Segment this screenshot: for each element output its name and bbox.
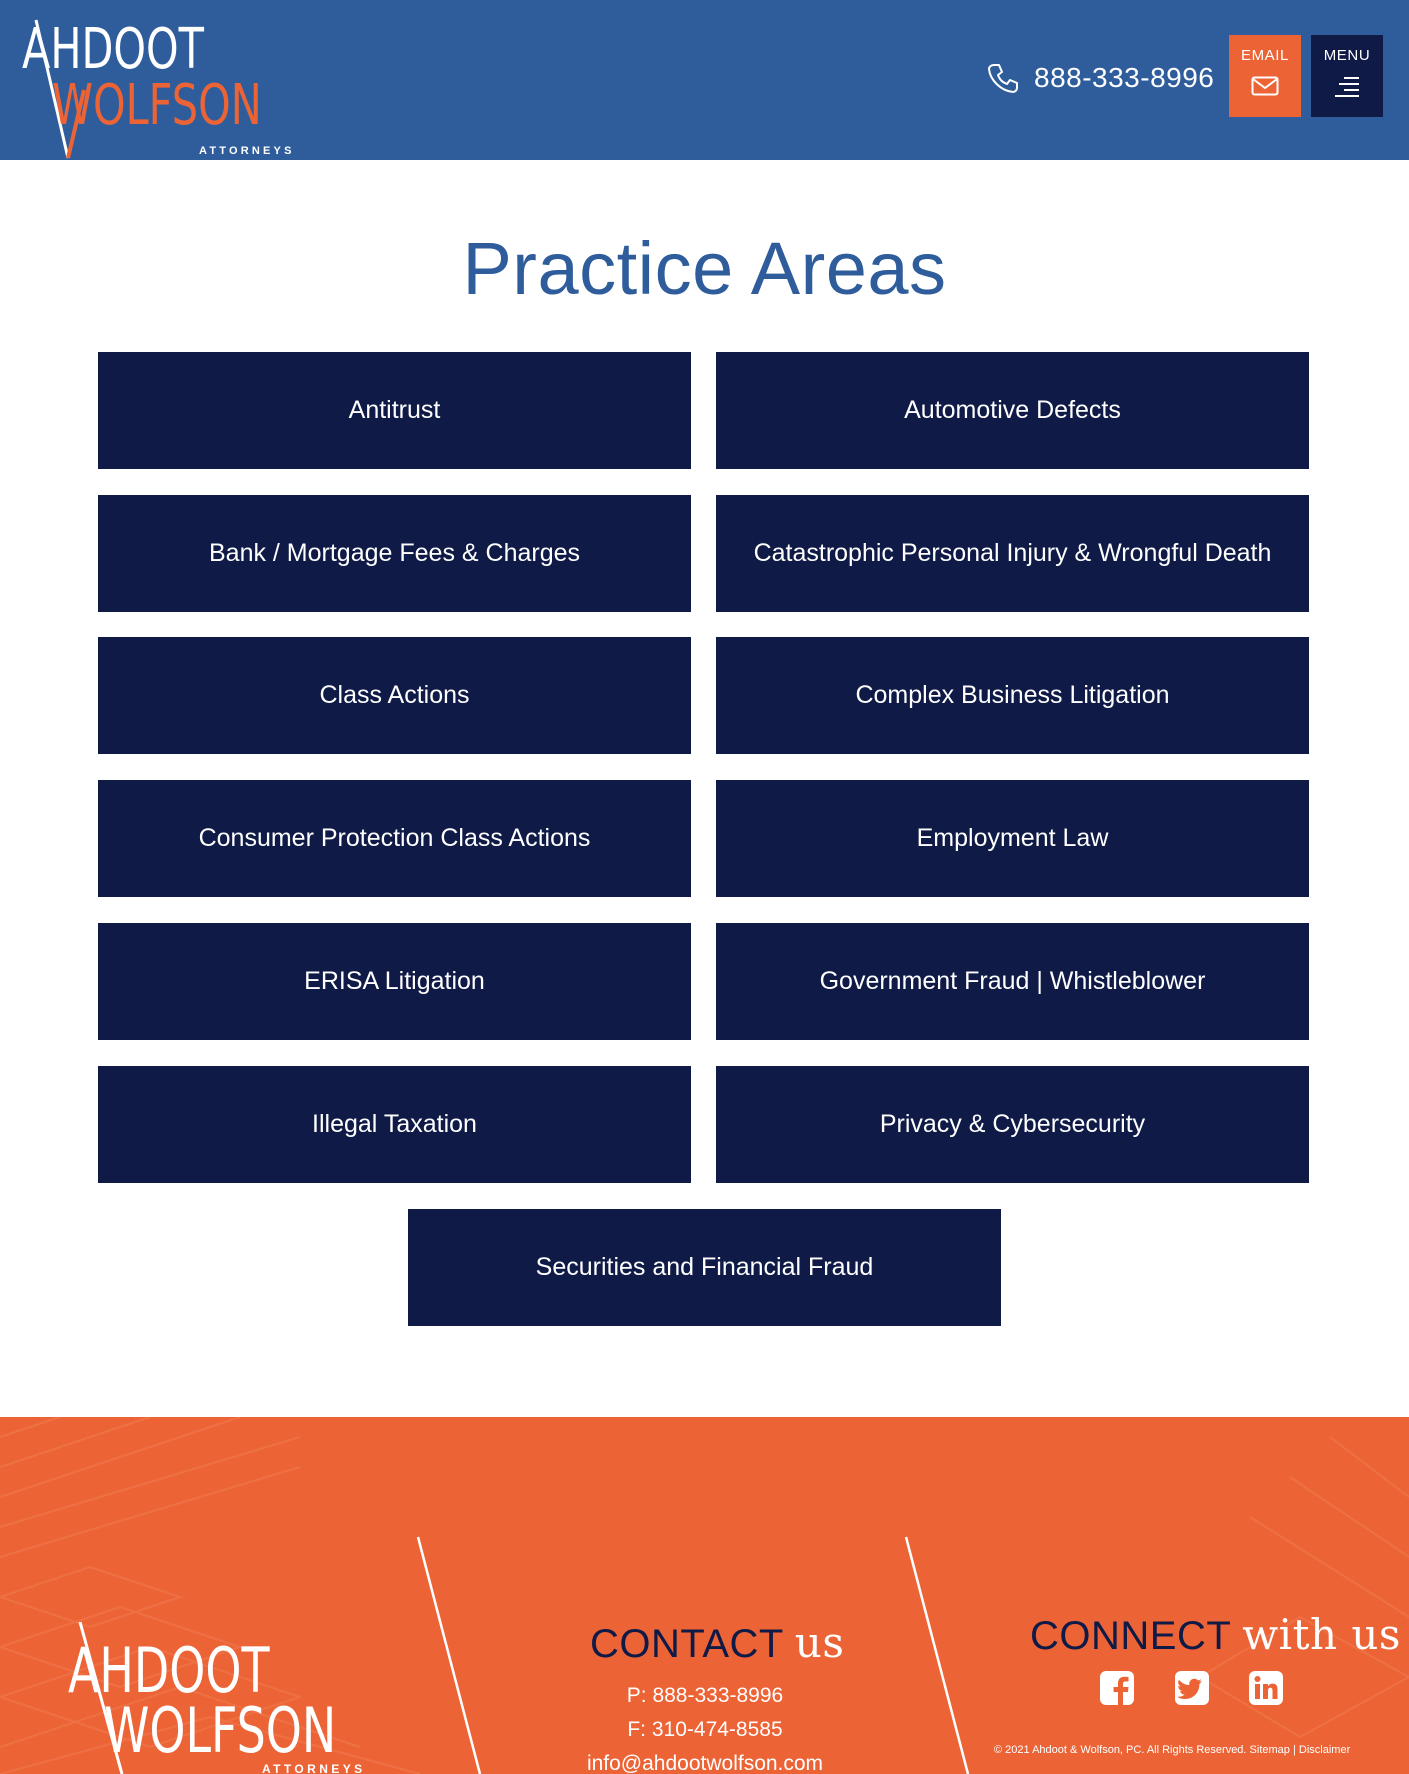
menu-button-label: MENU bbox=[1323, 47, 1371, 64]
practice-area-bank-mortgage[interactable]: Bank / Mortgage Fees & Charges bbox=[98, 495, 691, 612]
practice-area-class-actions[interactable]: Class Actions bbox=[98, 637, 691, 754]
footer-copyright-bar: © 2021 Ahdoot & Wolfson, PC. All Rights … bbox=[994, 1744, 1394, 1756]
practice-area-illegal-taxation[interactable]: Illegal Taxation bbox=[98, 1066, 691, 1183]
hamburger-icon bbox=[1335, 77, 1359, 97]
facebook-icon[interactable] bbox=[1099, 1670, 1135, 1706]
footer-logo-slash-mark bbox=[78, 1622, 124, 1774]
envelope-icon bbox=[1251, 76, 1279, 96]
header-logo[interactable]: AHDOOT WOLFSON ATTORNEYS bbox=[22, 18, 297, 160]
contact-heading-accent: us bbox=[794, 1618, 845, 1667]
practice-area-government-fraud[interactable]: Government Fraud | Whistleblower bbox=[716, 923, 1309, 1040]
contact-heading: CONTACT us bbox=[590, 1618, 844, 1667]
phone-icon bbox=[988, 64, 1018, 93]
logo-line-ahdoot: AHDOOT bbox=[22, 17, 204, 82]
connect-heading-accent: with us bbox=[1242, 1610, 1401, 1659]
header-phone-link[interactable]: 888-333-8996 bbox=[986, 56, 1214, 100]
practice-area-catastrophic-injury[interactable]: Catastrophic Personal Injury & Wrongful … bbox=[716, 495, 1309, 612]
connect-heading-main: CONNECT bbox=[1030, 1614, 1231, 1658]
twitter-icon[interactable] bbox=[1174, 1670, 1210, 1706]
site-footer bbox=[0, 1417, 1409, 1774]
practice-area-consumer-protection[interactable]: Consumer Protection Class Actions bbox=[98, 780, 691, 897]
email-button-label: EMAIL bbox=[1240, 47, 1289, 64]
footer-phone-link[interactable]: P: 888-333-8996 bbox=[626, 1684, 784, 1707]
footer-background-pattern bbox=[0, 1417, 1409, 1774]
logo-line-wolfson: WOLFSON bbox=[52, 73, 262, 138]
footer-logo[interactable]: AHDOOT WOLFSON ATTORNEYS bbox=[68, 1622, 378, 1774]
practice-area-automotive-defects[interactable]: Automotive Defects bbox=[716, 352, 1309, 469]
footer-email-link[interactable]: info@ahdootwolfson.com bbox=[586, 1752, 824, 1774]
disclaimer-link[interactable]: Disclaimer bbox=[1298, 1744, 1351, 1756]
footer-logo-line-ahdoot: AHDOOT bbox=[68, 1634, 270, 1707]
copyright-separator: | bbox=[1292, 1744, 1296, 1756]
practice-area-privacy[interactable]: Privacy & Cybersecurity bbox=[716, 1066, 1309, 1183]
menu-button[interactable]: MENU bbox=[1311, 35, 1383, 117]
sitemap-link[interactable]: Sitemap bbox=[1249, 1744, 1290, 1756]
connect-heading: CONNECT with us bbox=[1030, 1610, 1401, 1659]
site-header: AHDOOT WOLFSON ATTORNEYS 888-333-8996 EM… bbox=[0, 0, 1409, 160]
footer-fax: F: 310-474-8585 bbox=[627, 1718, 783, 1741]
practice-area-antitrust[interactable]: Antitrust bbox=[98, 352, 691, 469]
page-title: Practice Areas bbox=[462, 227, 947, 310]
copyright-text: © 2021 Ahdoot & Wolfson, PC. All Rights … bbox=[994, 1744, 1247, 1756]
header-phone-number: 888-333-8996 bbox=[1034, 62, 1215, 93]
logo-slash-mark bbox=[34, 19, 86, 159]
contact-heading-main: CONTACT bbox=[590, 1622, 784, 1666]
email-button[interactable]: EMAIL bbox=[1229, 35, 1301, 117]
practice-area-complex-business[interactable]: Complex Business Litigation bbox=[716, 637, 1309, 754]
footer-logo-line-attorneys: ATTORNEYS bbox=[262, 1762, 366, 1774]
logo-line-attorneys: ATTORNEYS bbox=[199, 145, 295, 157]
practice-area-securities[interactable]: Securities and Financial Fraud bbox=[408, 1209, 1001, 1326]
footer-logo-line-wolfson: WOLFSON bbox=[104, 1694, 337, 1767]
linkedin-icon[interactable] bbox=[1248, 1670, 1284, 1706]
practice-area-employment-law[interactable]: Employment Law bbox=[716, 780, 1309, 897]
practice-area-erisa[interactable]: ERISA Litigation bbox=[98, 923, 691, 1040]
